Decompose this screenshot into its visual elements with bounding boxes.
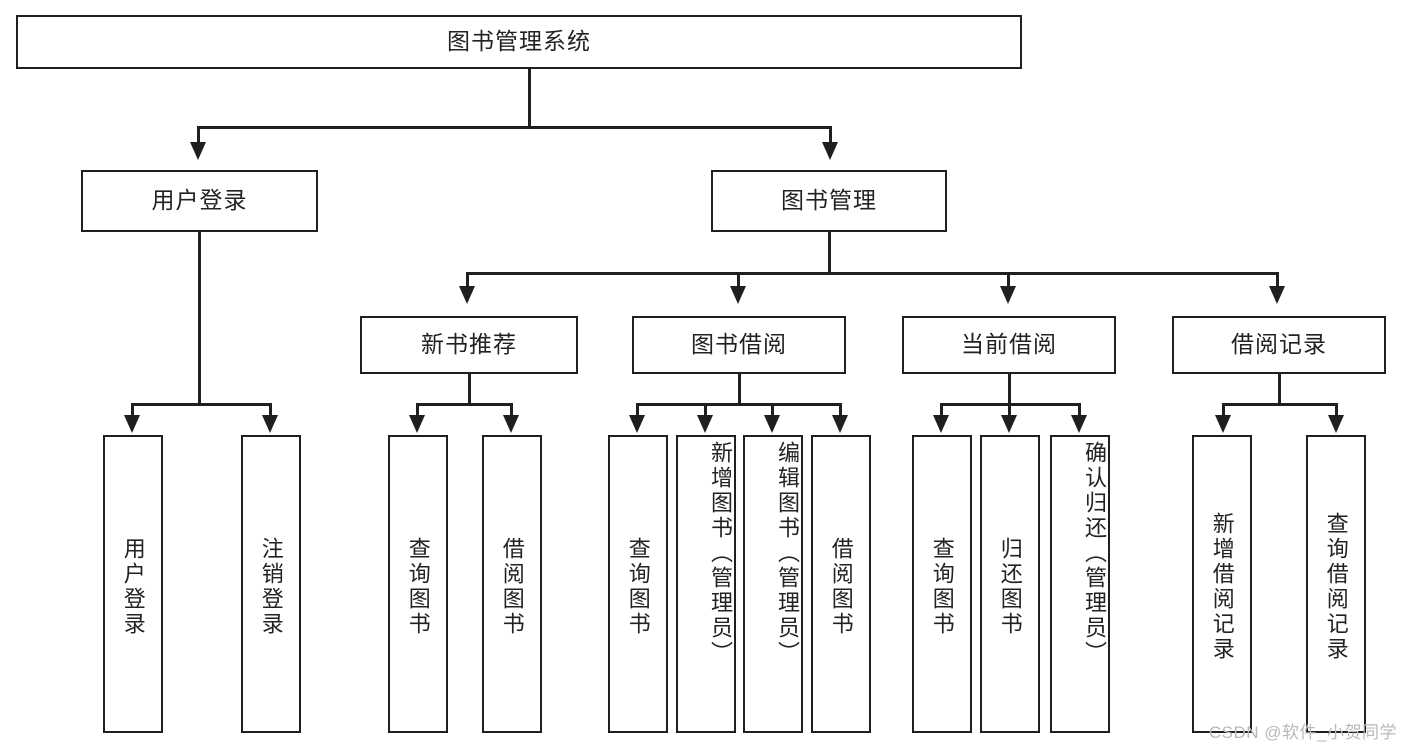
node-label: 注销登录: [258, 537, 284, 637]
leaf-borrow-add-book[interactable]: 新增图书（管理员）: [676, 435, 736, 733]
connector-recommend-drop-2: [510, 403, 513, 417]
node-label: 归还图书: [997, 537, 1023, 637]
connector-recommend-stem: [468, 374, 471, 405]
arrow-to-leaf-recommend-borrow-book: [503, 415, 519, 433]
connector-level3-drop-1: [466, 272, 469, 288]
connector-user-login-stem: [198, 232, 201, 405]
node-new-book-recommend[interactable]: 新书推荐: [360, 316, 578, 374]
node-current-borrow[interactable]: 当前借阅: [902, 316, 1116, 374]
arrow-to-leaf-logout: [262, 415, 278, 433]
connector-current-drop-3: [1078, 403, 1081, 417]
connector-root-stem: [528, 69, 531, 127]
leaf-user-login[interactable]: 用户登录: [103, 435, 163, 733]
leaf-borrow-query-book[interactable]: 查询图书: [608, 435, 668, 733]
connector-borrow-drop-2: [704, 403, 707, 417]
connector-current-drop-2: [1008, 403, 1011, 417]
node-borrow-record[interactable]: 借阅记录: [1172, 316, 1386, 374]
connector-borrow-bus: [636, 403, 841, 406]
node-root-book-management-system[interactable]: 图书管理系统: [16, 15, 1022, 69]
arrow-to-leaf-borrow-edit-book: [764, 415, 780, 433]
node-label: 查询图书: [625, 537, 651, 637]
leaf-recommend-query-book[interactable]: 查询图书: [388, 435, 448, 733]
arrow-to-new-book-recommend: [459, 286, 475, 304]
connector-record-drop-2: [1335, 403, 1338, 417]
connector-book-management-stem: [828, 232, 831, 274]
node-label: 查询图书: [405, 537, 431, 637]
connector-level3-drop-4: [1276, 272, 1279, 288]
arrow-to-user-login: [190, 142, 206, 160]
arrow-to-book-management: [822, 142, 838, 160]
node-label: 新增借阅记录: [1209, 512, 1235, 662]
leaf-borrow-edit-book[interactable]: 编辑图书（管理员）: [743, 435, 803, 733]
connector-record-bus: [1222, 403, 1337, 406]
leaf-current-query-book[interactable]: 查询图书: [912, 435, 972, 733]
connector-root-drop-left: [197, 126, 200, 144]
arrow-to-book-borrow: [730, 286, 746, 304]
node-book-management[interactable]: 图书管理: [711, 170, 947, 232]
connector-current-drop-1: [940, 403, 943, 417]
node-label: 用户登录: [151, 187, 248, 214]
connector-borrow-drop-1: [636, 403, 639, 417]
node-label: 用户登录: [120, 537, 146, 637]
connector-root-drop-right: [829, 126, 832, 144]
arrow-to-leaf-current-query-book: [933, 415, 949, 433]
node-label: 图书管理: [781, 187, 877, 214]
connector-borrow-stem: [738, 374, 741, 405]
arrow-to-leaf-user-login: [124, 415, 140, 433]
connector-level3-drop-2: [737, 272, 740, 288]
connector-recommend-drop-1: [416, 403, 419, 417]
arrow-to-borrow-record: [1269, 286, 1285, 304]
node-label: 新增图书（管理员）: [708, 441, 733, 666]
connector-borrow-drop-3: [771, 403, 774, 417]
leaf-record-query[interactable]: 查询借阅记录: [1306, 435, 1366, 733]
node-label: 确认归还（管理员）: [1082, 441, 1107, 666]
node-label: 借阅记录: [1231, 331, 1327, 358]
connector-record-drop-1: [1222, 403, 1225, 417]
node-label: 借阅图书: [499, 537, 525, 637]
leaf-current-confirm-return[interactable]: 确认归还（管理员）: [1050, 435, 1110, 733]
arrow-to-leaf-record-query: [1328, 415, 1344, 433]
connector-level3-bus: [466, 272, 1278, 275]
node-label: 图书借阅: [691, 331, 787, 358]
node-label: 借阅图书: [828, 537, 854, 637]
node-user-login[interactable]: 用户登录: [81, 170, 318, 232]
connector-current-stem: [1008, 374, 1011, 405]
node-label: 图书管理系统: [447, 28, 591, 55]
leaf-borrow-borrow-book[interactable]: 借阅图书: [811, 435, 871, 733]
node-book-borrow[interactable]: 图书借阅: [632, 316, 846, 374]
leaf-current-return-book[interactable]: 归还图书: [980, 435, 1040, 733]
node-label: 新书推荐: [421, 331, 517, 358]
csdn-watermark: CSDN @软件_小贺同学: [1208, 723, 1397, 742]
leaf-logout[interactable]: 注销登录: [241, 435, 301, 733]
arrow-to-leaf-record-add: [1215, 415, 1231, 433]
connector-record-stem: [1278, 374, 1281, 405]
connector-borrow-drop-4: [839, 403, 842, 417]
arrow-to-current-borrow: [1000, 286, 1016, 304]
arrow-to-leaf-borrow-query-book: [629, 415, 645, 433]
arrow-to-leaf-current-confirm-return: [1071, 415, 1087, 433]
arrow-to-leaf-recommend-query-book: [409, 415, 425, 433]
leaf-record-add[interactable]: 新增借阅记录: [1192, 435, 1252, 733]
connector-user-login-drop-2: [269, 403, 272, 417]
connector-root-bus: [197, 126, 831, 129]
arrow-to-leaf-borrow-add-book: [697, 415, 713, 433]
leaf-recommend-borrow-book[interactable]: 借阅图书: [482, 435, 542, 733]
node-label: 查询图书: [929, 537, 955, 637]
connector-user-login-drop-1: [131, 403, 134, 417]
connector-recommend-bus: [416, 403, 512, 406]
connector-level3-drop-3: [1007, 272, 1010, 288]
connector-user-login-bus: [131, 403, 271, 406]
node-label: 编辑图书（管理员）: [775, 441, 800, 666]
node-label: 当前借阅: [961, 331, 1057, 358]
node-label: 查询借阅记录: [1323, 512, 1349, 662]
arrow-to-leaf-borrow-borrow-book: [832, 415, 848, 433]
arrow-to-leaf-current-return-book: [1001, 415, 1017, 433]
